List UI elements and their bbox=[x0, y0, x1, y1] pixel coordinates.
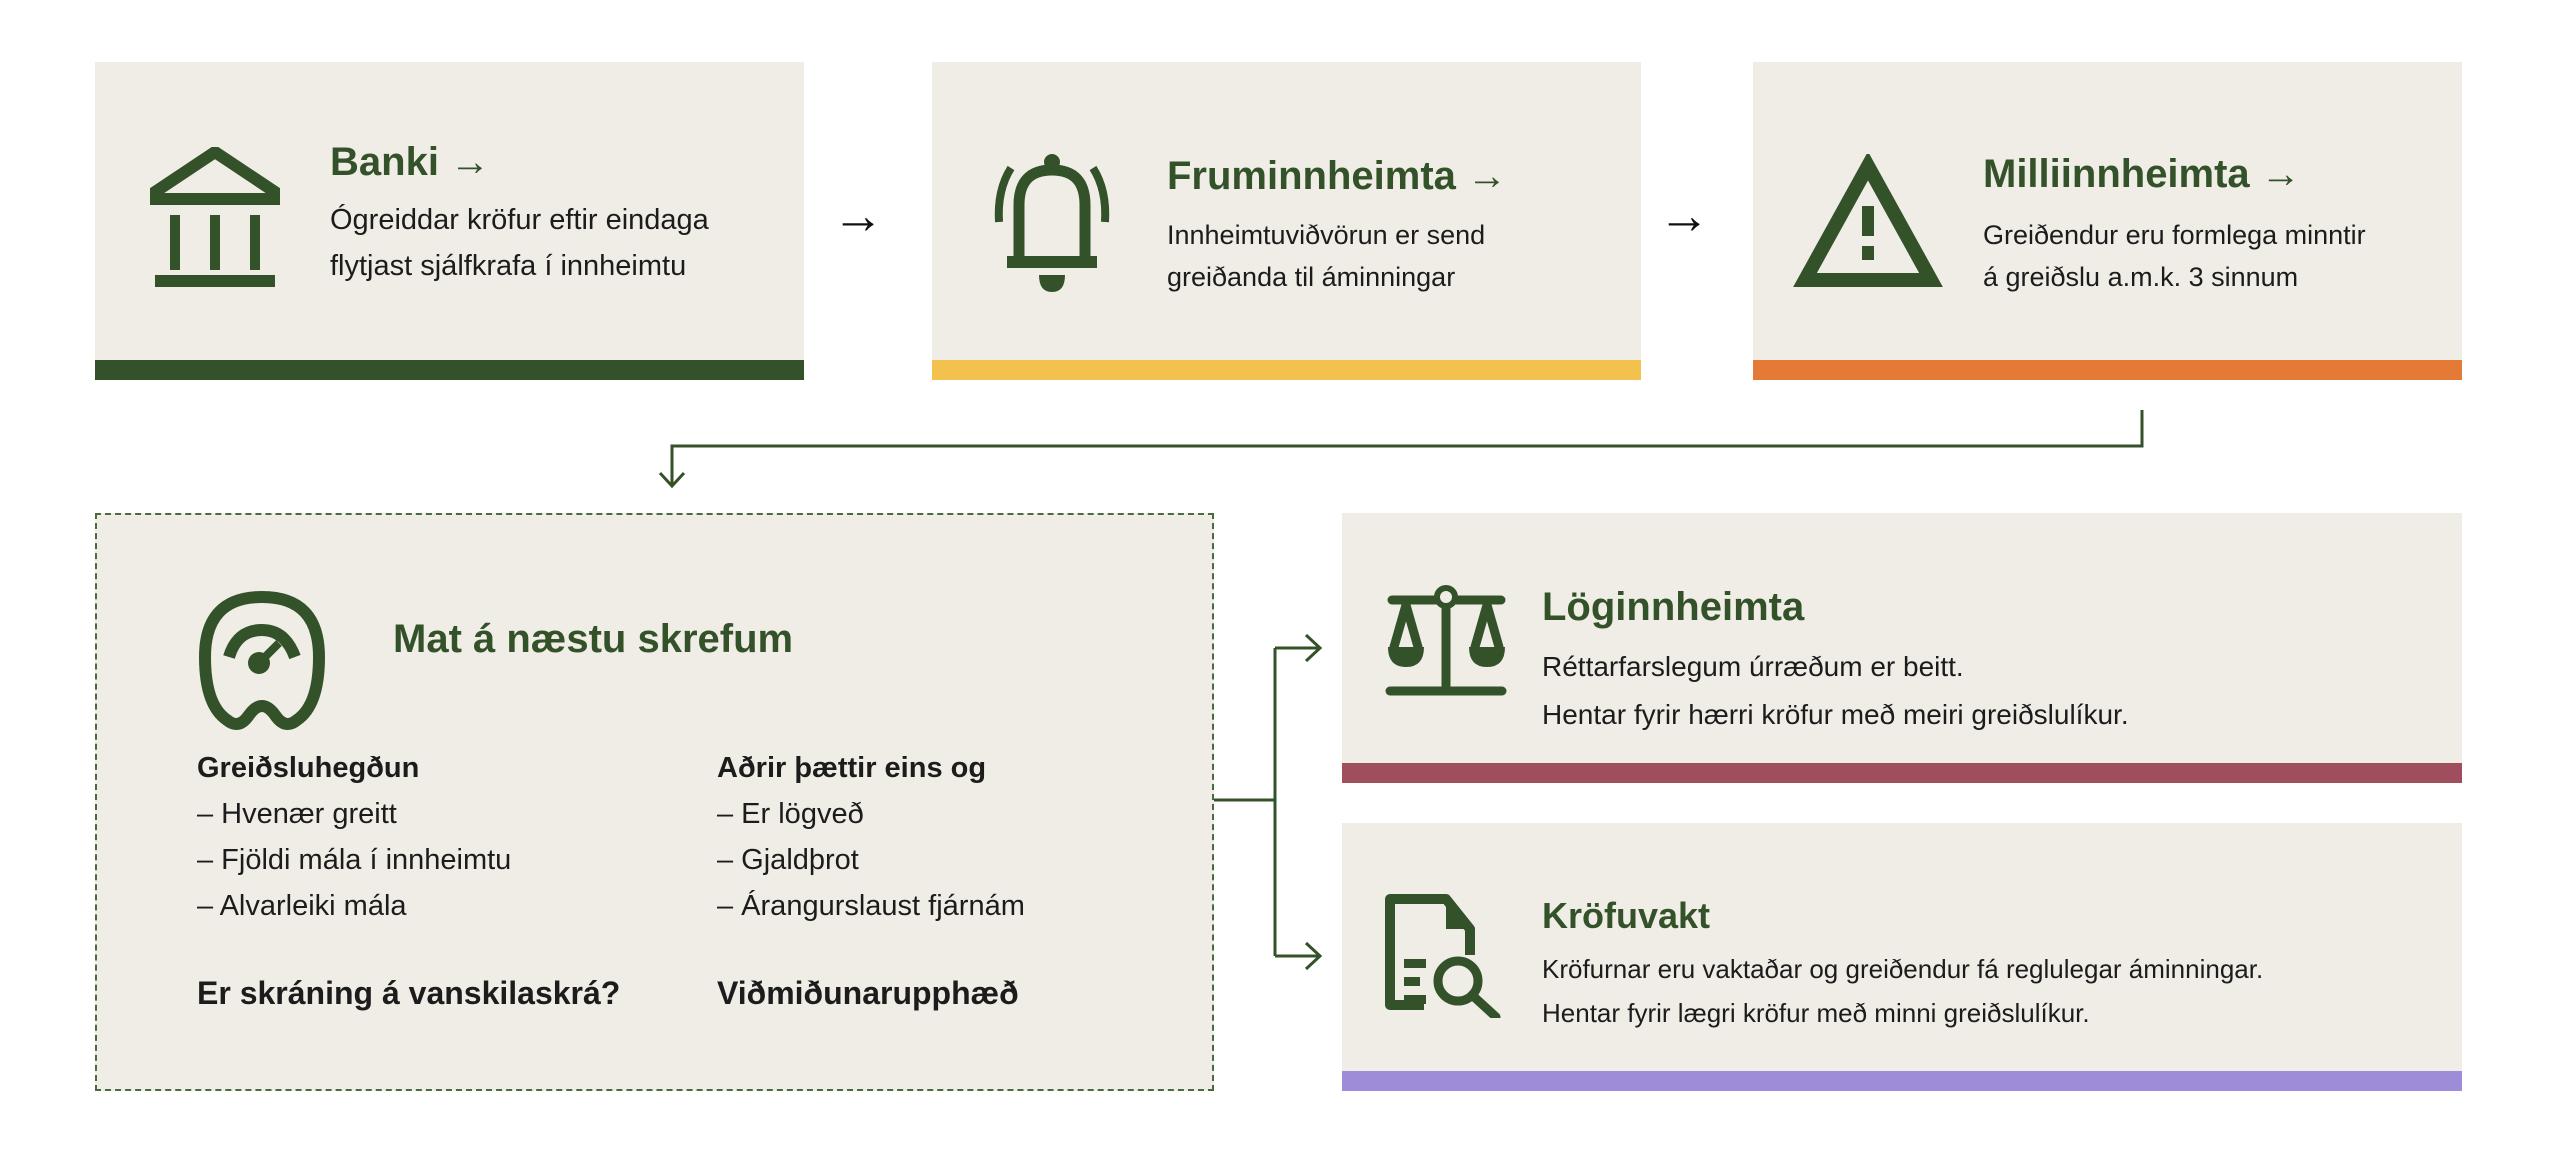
bank-icon bbox=[150, 147, 280, 287]
arrowhead-right-icon bbox=[1304, 633, 1323, 663]
step-title: Milliinnheimta → bbox=[1983, 152, 2301, 196]
gauge-icon bbox=[199, 591, 325, 730]
list-item: – Gjaldþrot bbox=[717, 844, 859, 876]
step-description: Ógreiddar kröfur eftir eindaga flytjast … bbox=[330, 197, 709, 289]
step-title: Fruminnheimta → bbox=[1167, 154, 1508, 198]
list-item: – Hvenær greitt bbox=[197, 798, 397, 830]
arrowhead-down-icon bbox=[658, 471, 686, 489]
desc-line: flytjast sjálfkrafa í innheimtu bbox=[330, 250, 687, 282]
desc-line: greiðanda til áminningar bbox=[1167, 262, 1456, 292]
assessment-title: Mat á næstu skrefum bbox=[393, 617, 794, 661]
step-card-milliinnheimta: Milliinnheimta → Greiðendur eru formlega… bbox=[1753, 62, 2462, 380]
outcome-description: Réttarfarslegum úrræðum er beitt. Hentar… bbox=[1542, 643, 2129, 739]
desc-line: Hentar fyrir lægri kröfur með minni grei… bbox=[1542, 998, 2090, 1028]
step-card-banki: Banki → Ógreiddar kröfur eftir eindaga f… bbox=[95, 62, 804, 380]
outcome-card-loginnheimta: Löginnheimta Réttarfarslegum úrræðum er … bbox=[1342, 513, 2462, 783]
bell-icon bbox=[994, 154, 1110, 292]
list-item: – Alvarleiki mála bbox=[197, 890, 407, 922]
column-heading: Greiðsluhegðun bbox=[197, 752, 420, 784]
desc-line: Réttarfarslegum úrræðum er beitt. bbox=[1542, 651, 1964, 682]
outcome-title: Löginnheimta bbox=[1542, 585, 1805, 629]
desc-line: Hentar fyrir hærri kröfur með meiri grei… bbox=[1542, 699, 2129, 730]
arrowhead-right-icon bbox=[1304, 941, 1323, 971]
status-bar-purple bbox=[1342, 1071, 2462, 1091]
step-description: Innheimtuviðvörun er send greiðanda til … bbox=[1167, 214, 1485, 298]
status-bar-green bbox=[95, 360, 804, 380]
desc-line: Innheimtuviðvörun er send bbox=[1167, 220, 1486, 250]
assessment-footer-left: Er skráning á vanskilaskrá? bbox=[197, 975, 621, 1011]
step-title: Banki → bbox=[330, 140, 491, 184]
assessment-footer-right: Viðmiðunarupphæð bbox=[717, 975, 1019, 1011]
flow-arrow-icon: → bbox=[1658, 187, 1710, 245]
assessment-right-column: Aðrir þættir eins og – Er lögveð – Gjald… bbox=[717, 745, 1025, 929]
warning-icon bbox=[1793, 154, 1943, 287]
assessment-box: Mat á næstu skrefum Greiðsluhegðun – Hve… bbox=[95, 513, 1214, 1091]
assessment-left-column: Greiðsluhegðun – Hvenær greitt – Fjöldi … bbox=[197, 745, 511, 929]
column-heading: Aðrir þættir eins og bbox=[717, 752, 987, 784]
status-bar-yellow bbox=[932, 360, 1641, 380]
outcome-description: Kröfurnar eru vaktaðar og greiðendur fá … bbox=[1542, 947, 2263, 1035]
step-card-fruminnheimta: Fruminnheimta → Innheimtuviðvörun er sen… bbox=[932, 62, 1641, 380]
document-search-icon bbox=[1385, 894, 1501, 1018]
flow-arrow-icon: → bbox=[832, 187, 884, 245]
scales-icon bbox=[1385, 585, 1507, 696]
list-item: – Er lögveð bbox=[717, 798, 864, 830]
list-item: – Árangurslaust fjárnám bbox=[717, 890, 1025, 922]
outcome-title: Kröfuvakt bbox=[1542, 895, 1711, 936]
list-item: – Fjöldi mála í innheimtu bbox=[197, 844, 512, 876]
desc-line: Ógreiddar kröfur eftir eindaga bbox=[330, 204, 709, 236]
status-bar-maroon bbox=[1342, 763, 2462, 783]
outcome-card-krofuvakt: Kröfuvakt Kröfurnar eru vaktaðar og grei… bbox=[1342, 823, 2462, 1091]
desc-line: Greiðendur eru formlega minntir bbox=[1983, 220, 2366, 250]
status-bar-orange bbox=[1753, 360, 2462, 380]
step-description: Greiðendur eru formlega minntir á greiðs… bbox=[1983, 214, 2366, 298]
desc-line: á greiðslu a.m.k. 3 sinnum bbox=[1983, 262, 2299, 292]
connector-down bbox=[670, 410, 2144, 485]
desc-line: Kröfurnar eru vaktaðar og greiðendur fá … bbox=[1542, 954, 2264, 984]
